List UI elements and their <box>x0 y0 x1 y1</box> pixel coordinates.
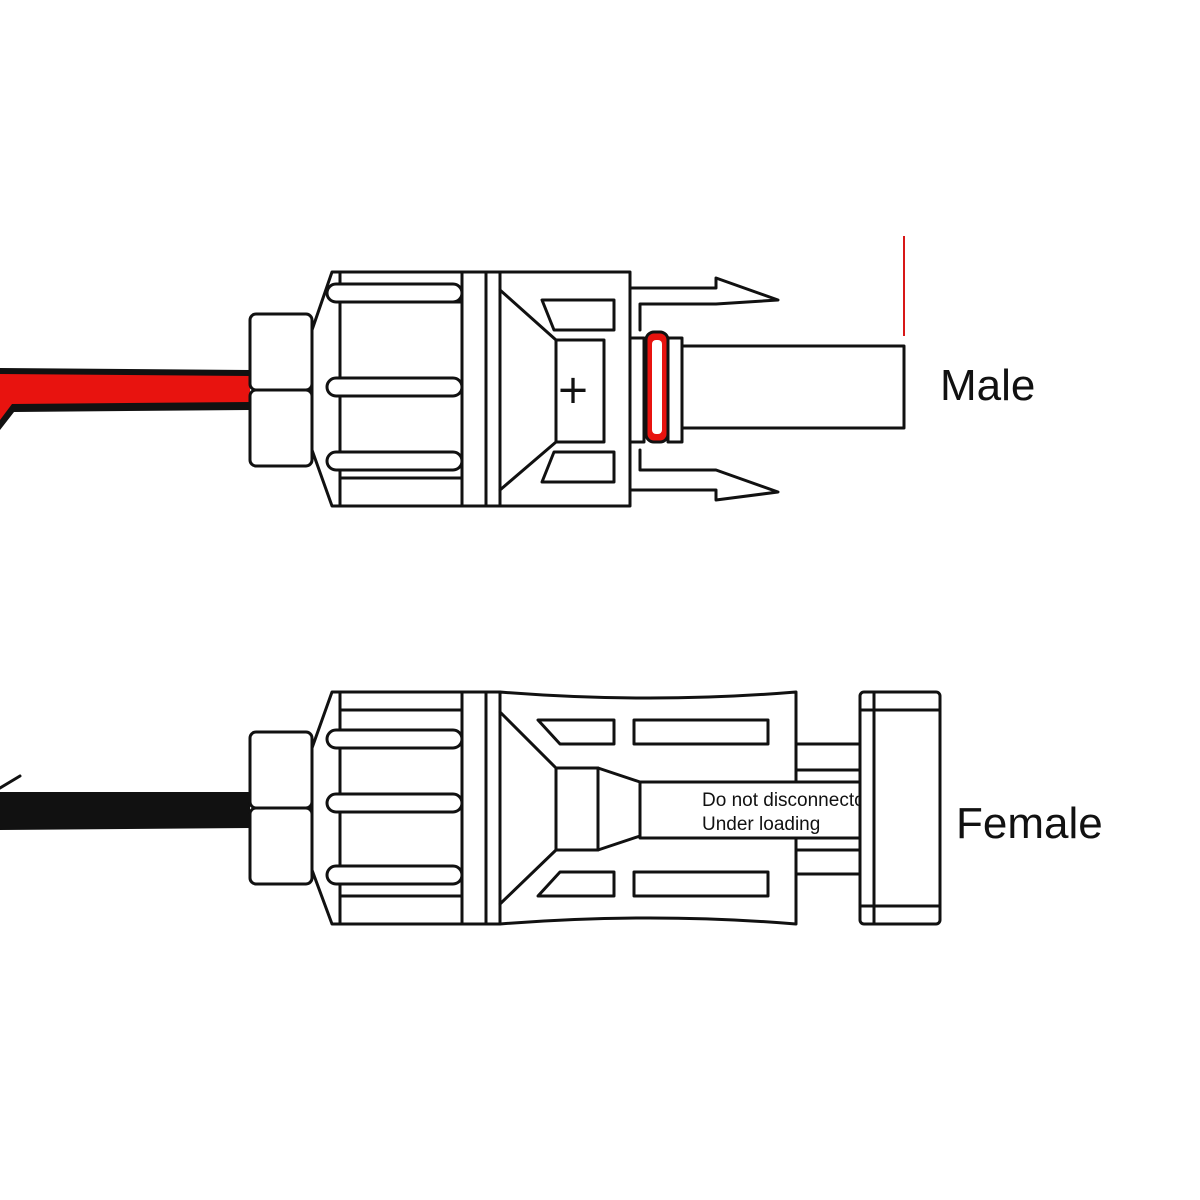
male-contact-pin <box>680 344 906 430</box>
female-cable-nut <box>248 730 314 886</box>
male-ribbed-body <box>310 270 464 508</box>
female-collar <box>460 690 502 926</box>
male-cable-nut <box>248 312 314 468</box>
positive-cable-core <box>0 374 250 420</box>
female-label: Female <box>956 799 1103 848</box>
positive-cable <box>0 368 250 430</box>
male-label: Male <box>940 361 1035 410</box>
male-collar <box>460 270 502 508</box>
female-latch-window-bottom-right <box>632 870 770 898</box>
negative-cable <box>0 774 250 830</box>
female-end-nut <box>858 690 942 926</box>
negative-cable-core <box>0 792 250 830</box>
female-latch-window-top-left <box>536 718 616 746</box>
female-ribbed-body <box>310 690 464 926</box>
female-latch-window-bottom-left <box>536 870 616 898</box>
male-latch-window-top <box>540 298 616 332</box>
female-connector: Do not disconnector Under loading Female <box>0 690 1103 926</box>
male-latch-window-bottom <box>540 450 616 484</box>
male-connector: + Male <box>0 236 1035 508</box>
warning-line-2: Under loading <box>702 814 820 835</box>
female-latch-window-top-right <box>632 718 770 746</box>
warning-line-1: Do not disconnector <box>702 790 872 811</box>
male-front-housing: + <box>498 270 632 508</box>
polarity-plus-symbol: + <box>556 367 590 413</box>
male-latch-arms <box>628 276 780 502</box>
seal-ring <box>628 330 684 444</box>
